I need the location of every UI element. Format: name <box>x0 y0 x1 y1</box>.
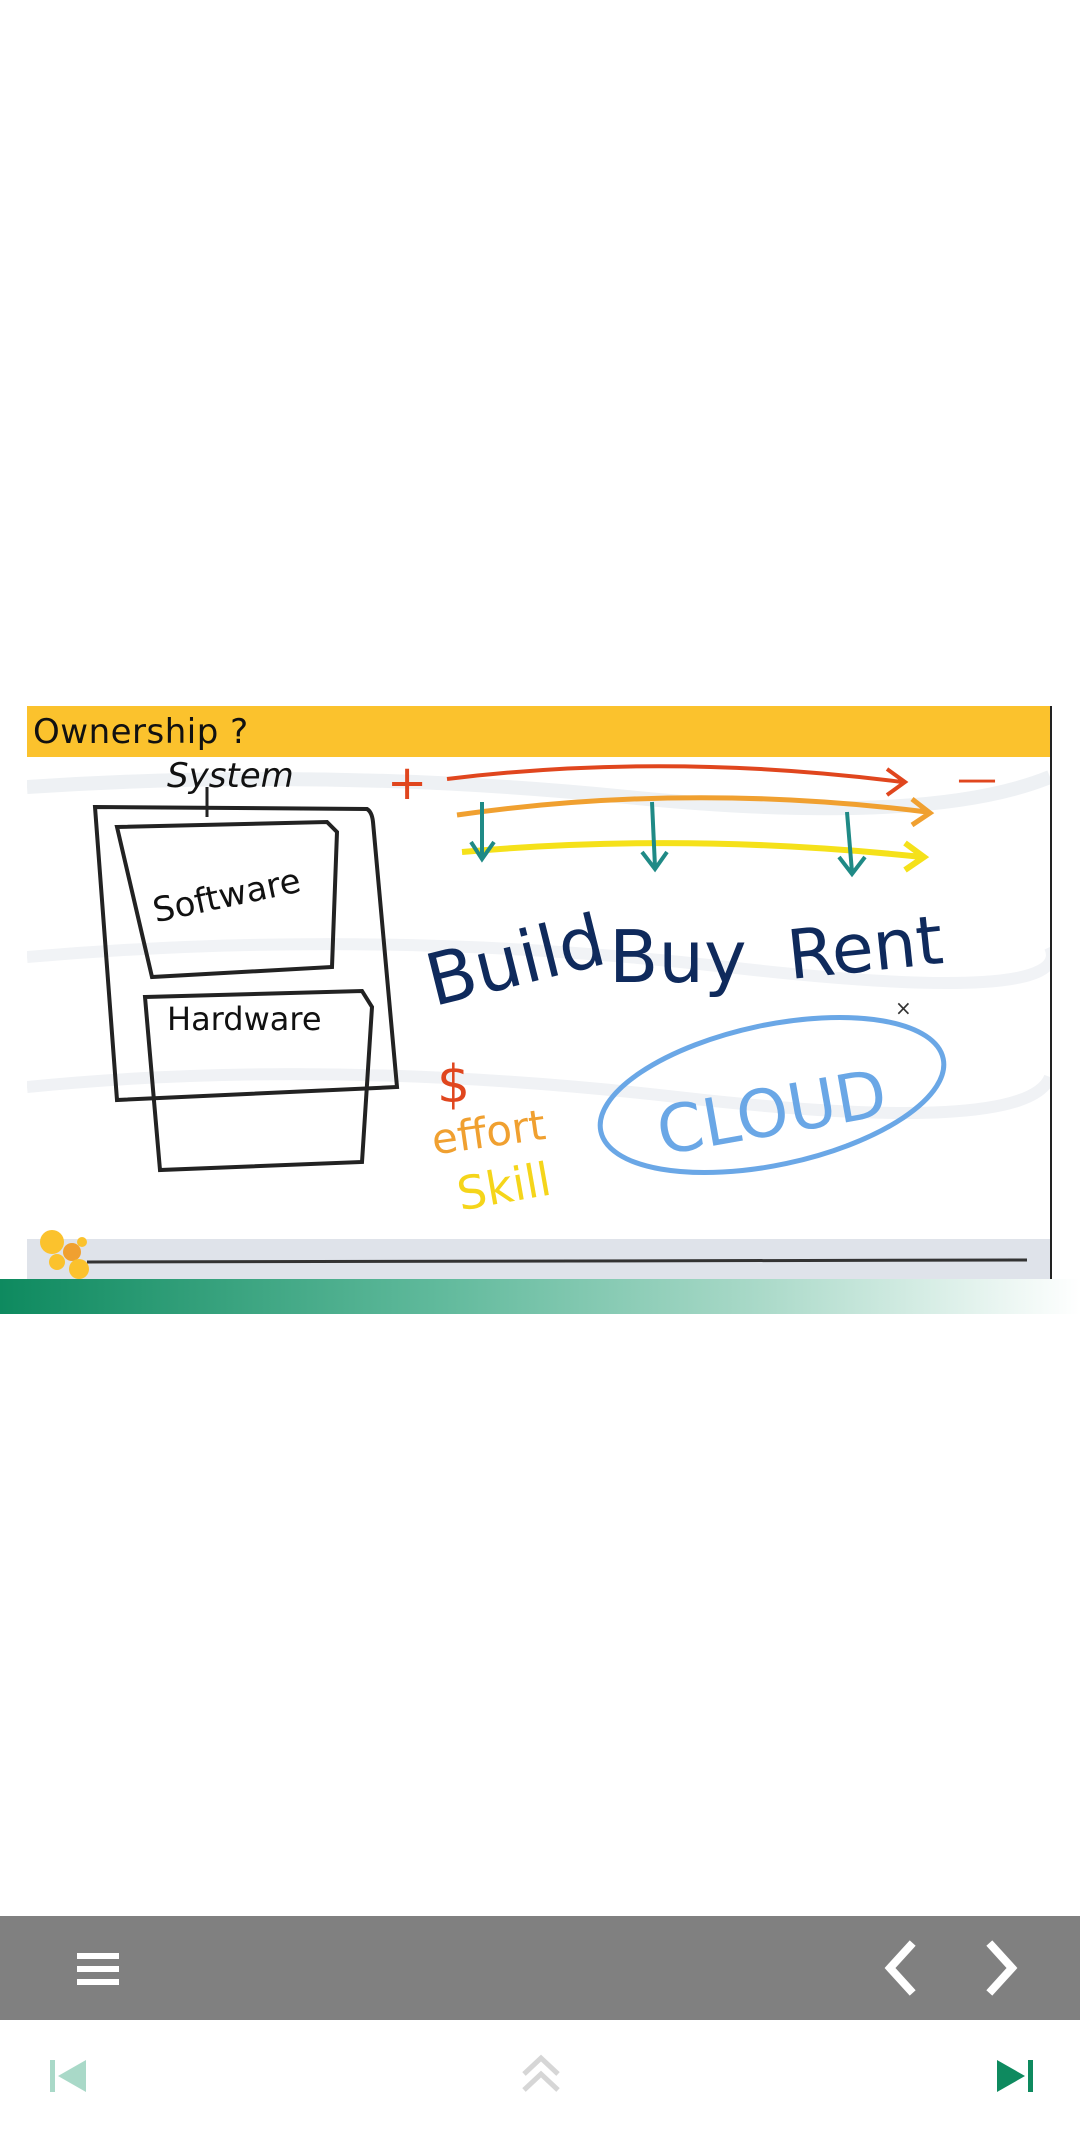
slide-title-bar: Ownership ? <box>27 706 1050 757</box>
minus-sign: — <box>957 757 997 802</box>
double-chevron-up-icon[interactable] <box>518 2052 564 2098</box>
yellow-arrow <box>461 840 930 873</box>
cloud-label: CLOUD <box>651 1055 892 1171</box>
lesson-progress-strip <box>0 1279 1080 1314</box>
skip-to-start-icon[interactable] <box>48 2056 90 2096</box>
down-arrow-buy <box>640 801 669 873</box>
close-mark: × <box>895 996 912 1020</box>
software-label: Software <box>149 861 304 931</box>
hardware-box <box>142 988 375 1173</box>
skip-to-end-icon[interactable] <box>993 2056 1035 2096</box>
software-box <box>114 819 340 980</box>
footer-nav <box>0 2020 1080 2131</box>
red-arrow <box>446 764 909 797</box>
hamburger-menu-icon[interactable] <box>75 1949 123 1989</box>
rent-label: Rent <box>784 901 947 996</box>
slide-title: Ownership ? <box>33 712 249 752</box>
chevron-right-icon[interactable] <box>982 1940 1022 1996</box>
system-label: System <box>167 757 294 796</box>
buy-label: Buy <box>609 915 747 999</box>
slide-bottom-rule <box>86 1258 1028 1264</box>
bottom-toolbar <box>0 1916 1080 2020</box>
dollar-label: $ <box>437 1055 470 1115</box>
presenter-logo <box>40 1230 89 1279</box>
system-box <box>92 804 400 1103</box>
down-arrow-rent <box>837 811 867 878</box>
plus-sign: + <box>387 757 427 811</box>
lesson-video-frame[interactable]: Ownership ? System Software Hardware + —… <box>27 706 1052 1279</box>
cloud-ellipse <box>597 1014 947 1176</box>
orange-arrow <box>456 795 935 828</box>
hardware-label: Hardware <box>167 1000 322 1038</box>
whiteboard-drawing: System Software Hardware + — Build Buy R… <box>27 757 1050 1279</box>
build-label: Build <box>417 898 613 1023</box>
chevron-left-icon[interactable] <box>880 1940 920 1996</box>
down-arrow-build <box>469 802 496 863</box>
skill-label: Skill <box>453 1152 555 1222</box>
